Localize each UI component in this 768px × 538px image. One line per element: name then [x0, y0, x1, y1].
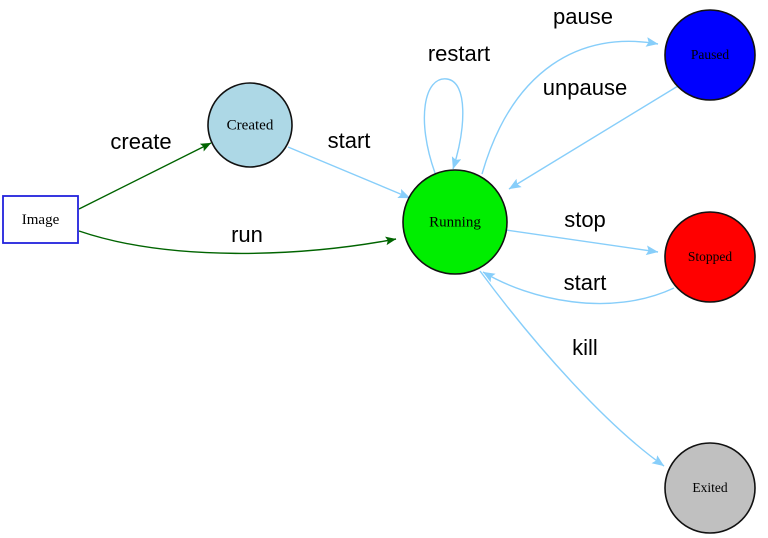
- edge-unpause-label: unpause: [543, 75, 627, 100]
- node-exited[interactable]: Exited: [664, 442, 756, 534]
- node-image[interactable]: Image: [2, 195, 79, 244]
- node-paused-circle: [664, 9, 756, 101]
- edge-stop[interactable]: stop: [505, 207, 659, 256]
- node-exited-circle: [664, 442, 756, 534]
- edge-restart-label: restart: [428, 41, 490, 66]
- edge-start-stopped-path: [482, 271, 675, 305]
- node-running-circle: [402, 169, 508, 275]
- edge-create-path: [78, 142, 212, 210]
- nodes-layer: Image Created Running Paused Stopped: [2, 9, 756, 534]
- edge-run[interactable]: run: [78, 222, 397, 255]
- node-running[interactable]: Running: [402, 169, 508, 275]
- edge-start-created-path: [287, 146, 411, 199]
- node-created[interactable]: Created: [207, 82, 293, 168]
- edge-create[interactable]: create: [78, 129, 212, 210]
- node-image-rect: [2, 195, 79, 244]
- edge-unpause[interactable]: unpause: [508, 75, 679, 190]
- edge-start-stopped-label: start: [564, 270, 607, 295]
- edge-pause-path: [481, 37, 659, 175]
- node-stopped-circle: [664, 211, 756, 303]
- edge-kill-path: [479, 270, 665, 467]
- edge-restart[interactable]: restart: [423, 41, 490, 174]
- edge-stop-path: [505, 229, 659, 256]
- edge-run-label: run: [231, 222, 263, 247]
- edge-start-created[interactable]: start: [287, 128, 411, 199]
- edge-unpause-path: [508, 85, 679, 190]
- edge-stop-label: stop: [564, 207, 606, 232]
- node-created-circle: [207, 82, 293, 168]
- edge-kill-label: kill: [572, 335, 598, 360]
- edge-pause-label: pause: [553, 4, 613, 29]
- edge-restart-path: [423, 78, 464, 174]
- edges-layer: create run start restart pause: [78, 4, 679, 467]
- edge-create-label: create: [110, 129, 171, 154]
- node-stopped[interactable]: Stopped: [664, 211, 756, 303]
- edge-start-stopped[interactable]: start: [482, 270, 675, 305]
- node-paused[interactable]: Paused: [664, 9, 756, 101]
- edge-start-created-label: start: [328, 128, 371, 153]
- edge-pause[interactable]: pause: [481, 4, 659, 175]
- edge-run-path: [78, 230, 397, 255]
